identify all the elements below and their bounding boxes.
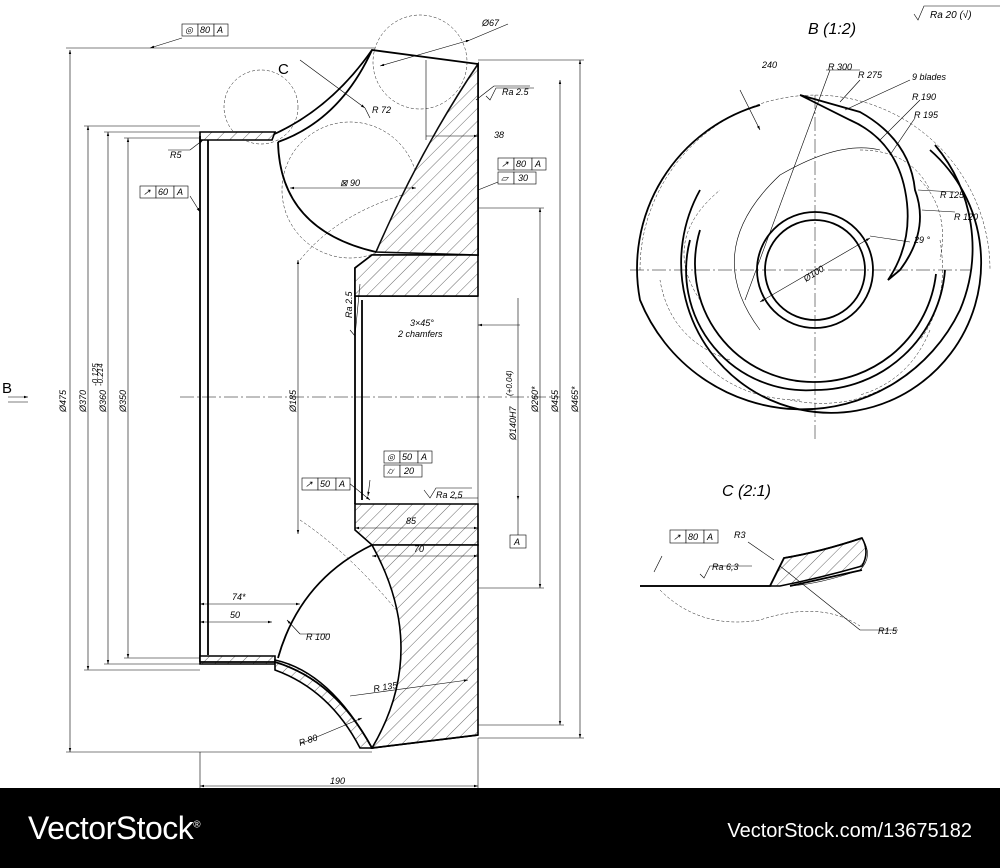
dim-d260: Ø260* [530,386,540,413]
dim-c-r3: R3 [734,530,746,540]
dim-d465: Ø465* [570,386,580,413]
frame-datum: A [176,187,183,197]
frame-datum: A [534,159,541,169]
frame-symbol-flatness: ▱ [501,173,509,183]
frame-value: 50 [402,452,412,462]
dim-90: ⊠ 90 [340,178,360,188]
dim-38: 38 [494,130,504,140]
frame-value: 80 [688,532,698,542]
dim-r80: R 80 [298,733,319,748]
frame-symbol: ↗ [673,532,681,542]
dim-ra25-top: Ra 2.5 [502,87,530,97]
frame-runout-right: ↗ 80 A ▱ 30 [497,157,547,185]
dim-d140: Ø140H7 [508,405,518,441]
dim-74: 74* [232,592,246,602]
frame-runout-left: ↗ 60 A [139,185,189,199]
chamfer-size: 3×45° [410,318,434,328]
dim-r135: R 135 [373,680,399,694]
frame-datum: A [420,452,427,462]
dim-d350: Ø350 [118,390,128,413]
dim-c-r15: R1.5 [878,626,898,636]
dim-ra25-low: Ra 2,5 [436,490,464,500]
main-section-view: C B Ø67 R 72 Ra 2.5 38 R5 ⊠ 90 3×45° 2 c… [2,14,584,788]
frame-concentricity-bore: ◎ 50 A ⌭ 20 [383,450,433,478]
dim-b-r300: R 300 [828,62,852,72]
dim-ra25-bore: Ra 2.5 [344,290,354,318]
frame-symbol: ↗ [143,187,151,197]
dim-r72: R 72 [372,105,391,115]
frame-view-c: ↗ 80 A [669,529,719,544]
frame-runout-bore: ↗ 50 A [301,477,351,491]
frame-symbol-cylindricity: ⌭ [387,466,395,476]
chamfer-count: 2 chamfers [397,329,443,339]
frame-concentricity-top: ◎ 80 A [181,23,229,37]
dim-r100: R 100 [306,632,330,642]
frame-value: 60 [158,187,168,197]
frame-symbol: ◎ [185,25,194,35]
frame-datum: A [338,479,345,489]
dim-50: 50 [230,610,240,620]
section-c-marker: C [278,61,289,78]
engineering-drawing: C B Ø67 R 72 Ra 2.5 38 R5 ⊠ 90 3×45° 2 c… [2,5,1000,788]
frame-value: 80 [200,25,210,35]
frame-value-cylindricity: 20 [403,466,414,476]
dim-70: 70 [414,544,424,554]
frame-datum: A [706,532,713,542]
view-c-title: C (2:1) [722,483,771,500]
dim-b-r120: R 120 [954,212,978,222]
frame-value-flatness: 30 [518,173,528,183]
image-id: VectorStock.com/13675182 [727,820,972,842]
dim-190: 190 [330,776,345,786]
watermark-footer: VectorStock® VectorStock.com/13675182 [0,788,1000,868]
dim-d455: Ø455 [550,389,560,413]
dim-r5: R5 [170,150,182,160]
frame-symbol: ↗ [305,479,313,489]
frame-value: 50 [320,479,330,489]
view-b: B (1:2) Ra 20 (√) 2 [630,5,1000,440]
dim-b-r275: R 275 [858,70,883,80]
frame-symbol: ◎ [387,452,396,462]
dim-d475: Ø475 [58,389,68,413]
dim-b-240: 240 [761,60,777,70]
dim-d185: Ø185 [288,389,298,413]
view-b-title: B (1:2) [808,21,856,38]
dim-d360-tol-upper: -0.125 [91,363,100,386]
view-b-arrow-label: B [2,380,12,397]
surface-finish-general: Ra 20 (√) [930,9,972,21]
dim-d140-tol: (+0.04) [505,370,514,396]
datum-a-label: A [513,537,520,547]
dim-85: 85 [406,516,417,526]
view-c: C (2:1) ↗ 80 A R3 Ra 6,3 R1.5 [640,483,898,636]
dim-d370: Ø370 [78,390,88,413]
dim-b-29: 29 ° [913,235,931,245]
datum-a-box: A [509,534,527,549]
dim-b-r190: R 190 [912,92,936,102]
frame-symbol: ↗ [501,159,509,169]
dim-d67: Ø67 [481,18,500,28]
vectorstock-logo: VectorStock® [28,810,201,846]
dim-b-r125: R 125 [940,190,965,200]
dim-c-ra63: Ra 6,3 [712,562,739,572]
dim-b-r195: R 195 [914,110,939,120]
frame-datum: A [216,25,223,35]
dim-b-blades: 9 blades [912,72,947,82]
dim-d360-tol-lower: -0.214 [96,363,105,386]
frame-value: 80 [516,159,526,169]
dim-d360: Ø360 [98,390,108,413]
dim-b-d100: Ø100 [801,264,826,285]
